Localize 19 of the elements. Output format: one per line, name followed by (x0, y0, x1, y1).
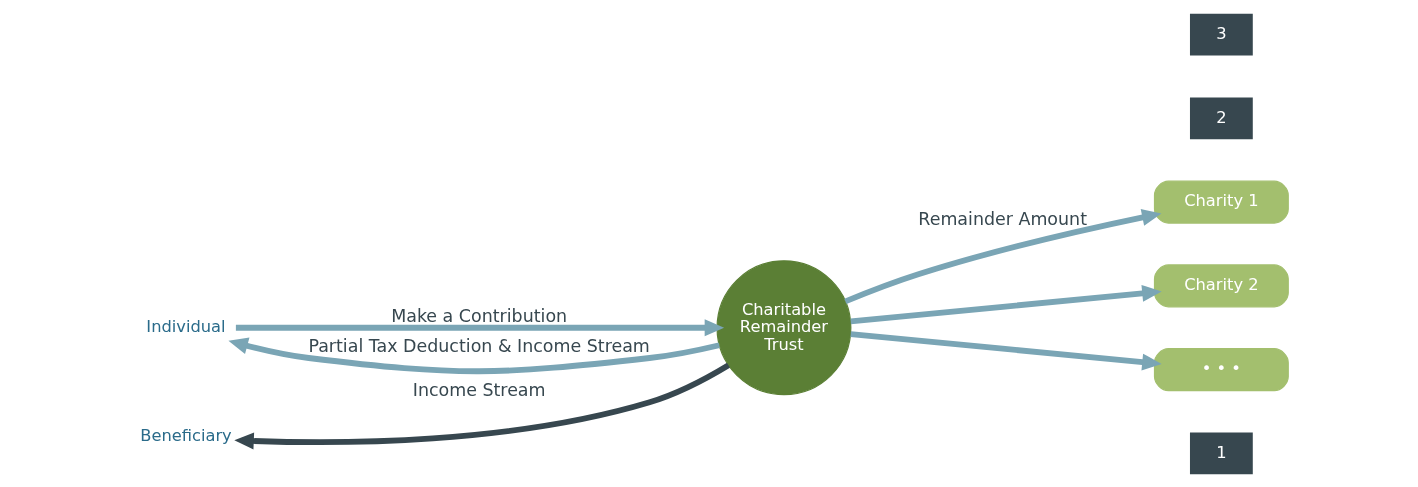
node-text: Individual (145, 316, 226, 336)
node-circle: Charitable Remainder Trust (715, 259, 851, 395)
node-text: Beneficiary (139, 425, 232, 445)
edge-label: Remainder Amount (917, 208, 1087, 229)
edge-label: Partial Tax Deduction & Income Stream (307, 335, 650, 356)
node-box: • • • (1153, 347, 1289, 391)
edge-label: Make a Contribution (390, 305, 567, 326)
arrow (227, 337, 720, 374)
label: 1 (1215, 442, 1227, 462)
label: 2 (1215, 107, 1227, 127)
label: 3 (1215, 23, 1227, 43)
arrow (843, 208, 1161, 304)
arrow (235, 318, 724, 336)
arrow (849, 330, 1162, 371)
node-box: Charity 2 (1153, 263, 1289, 307)
edge-label: Income Stream (412, 379, 546, 400)
arrow (233, 362, 730, 449)
node-box: Charity 1 (1153, 180, 1289, 224)
arrow (849, 284, 1162, 324)
